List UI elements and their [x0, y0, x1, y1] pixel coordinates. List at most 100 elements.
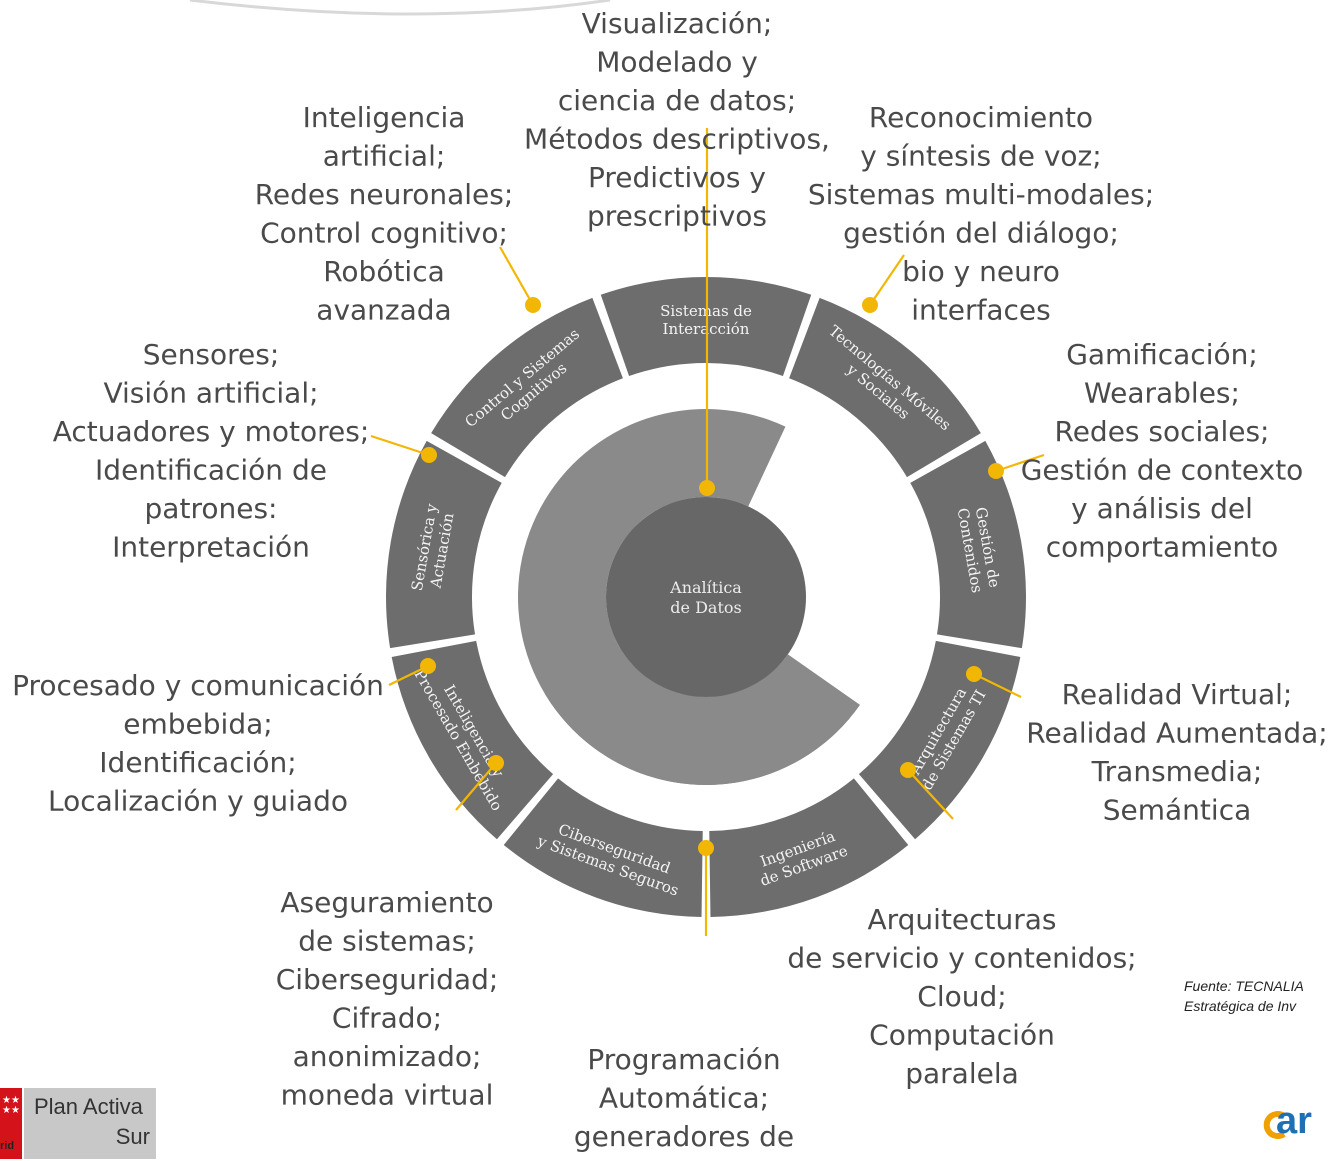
callout-line: prescriptivos — [587, 200, 767, 233]
connector-dot-sensorica — [421, 447, 437, 463]
callout-line: Control cognitivo; — [260, 217, 508, 250]
callout-line: Procesado y comunicación — [12, 669, 384, 702]
connector-line-moviles — [995, 453, 1045, 473]
callout-line: patrones: — [145, 492, 278, 525]
middle-ring — [517, 409, 861, 786]
connector-line-arquitectura — [907, 769, 954, 820]
center-label-line: de Datos — [670, 598, 741, 617]
brand-c-icon — [1263, 1111, 1286, 1139]
callout-line: Cifrado; — [332, 1002, 442, 1035]
brand-word: ar — [1276, 1104, 1312, 1142]
brand-logo: ar — [1262, 1104, 1334, 1144]
top-decorative-curve — [189, 0, 611, 16]
callout-line: avanzada — [316, 294, 451, 327]
callout-line: bio y neuro — [902, 255, 1060, 288]
callout-line: artificial; — [323, 140, 446, 173]
callout-line: generadores de — [574, 1120, 794, 1153]
callout-analitica: Visualización; Modelado y ciencia de datos… — [524, 7, 830, 233]
segment-procesado — [391, 640, 554, 840]
segment-ciberseguridad — [503, 778, 703, 917]
connector-dot-contenidos — [966, 666, 982, 682]
callout-line: Identificación; — [99, 746, 296, 779]
connector-dot-control — [525, 297, 541, 313]
segment-arquitectura — [858, 640, 1021, 840]
segment-software — [709, 778, 909, 917]
callout-line: Semántica — [1103, 794, 1252, 827]
connector-dot-software — [698, 840, 714, 856]
logo-line-1: Plan Activa — [34, 1094, 143, 1119]
connector-line-interaccion — [869, 254, 905, 306]
callout-line: código — [638, 1159, 731, 1161]
callout-line: Actuadores y motores; — [53, 415, 370, 448]
callout-line: embebida; — [123, 708, 272, 741]
callout-line: ciencia de datos; — [558, 84, 796, 117]
callout-texts: Visualización; Modelado y ciencia de datos… — [12, 7, 1328, 1161]
callout-line: Visualización; — [582, 7, 773, 40]
callout-line: Predictivos y — [588, 161, 766, 194]
callout-line: Sistemas multi-modales; — [808, 178, 1154, 211]
callout-line: anonimizado; — [293, 1040, 482, 1073]
connector-line-sensorica — [370, 434, 430, 457]
outer-segment-ring — [385, 277, 1026, 917]
callout-line: Aseguramiento — [280, 886, 493, 919]
connector-dot-arquitectura — [900, 762, 916, 778]
connector-line-contenidos — [973, 673, 1022, 698]
callout-line: Programación — [587, 1043, 780, 1076]
segment-contenidos — [910, 440, 1026, 649]
logo-fragment-text: rid — [0, 1140, 15, 1152]
callout-line: y análisis del — [1071, 492, 1253, 525]
callout-line: gestión del diálogo; — [843, 217, 1119, 250]
callout-line: Computación — [869, 1019, 1055, 1052]
callout-line: Inteligencia — [303, 101, 466, 134]
callout-line: Localización y guiado — [48, 785, 348, 818]
callout-ciberseguridad: Aseguramiento de sistemas; Ciberseguridad;… — [276, 886, 499, 1112]
callout-line: comportamiento — [1046, 531, 1279, 564]
segment-sensorica — [385, 440, 502, 649]
middle-arc-lower — [544, 648, 851, 785]
source-note-line-2: Estratégica de Inv — [1184, 998, 1297, 1014]
segment-moviles — [789, 297, 981, 478]
callout-line: Visión artificial; — [103, 377, 318, 410]
stars-icon: ★★★★ — [2, 1095, 20, 1116]
connector-dot-interaccion — [862, 297, 878, 313]
callout-line: Realidad Aumentada; — [1026, 717, 1327, 750]
callout-moviles: Gamificación;Wearables;Redes sociales;Ge… — [1021, 338, 1304, 564]
callout-interaccion: Reconocimiento y síntesis de voz; Sistemas… — [808, 101, 1154, 327]
connector-dot-analitica — [699, 480, 715, 496]
callout-sensorica: Sensores; Visión artificial; Actuadores y … — [53, 338, 370, 564]
callout-contenidos: Realidad Virtual; Realidad Aumentada; Tran… — [1026, 678, 1327, 827]
callout-line: Modelado y — [596, 46, 758, 79]
plan-activa-sur-logo: ★★★★ rid Plan Activa Sur — [0, 1088, 156, 1159]
callout-procesado: Procesado y comunicación embebida; Identif… — [12, 669, 384, 818]
callout-line: Métodos descriptivos, — [524, 123, 830, 156]
callout-line: Gestión de contexto — [1021, 454, 1304, 487]
center-label-line: Analítica — [669, 578, 742, 597]
logo-line-2: Sur — [115, 1124, 150, 1149]
callout-line: Automática; — [599, 1082, 769, 1115]
callout-line: Reconocimiento — [869, 101, 1093, 134]
callout-line: de sistemas; — [298, 925, 476, 958]
connector-line-control — [499, 246, 534, 306]
connector-dot-ciberseguridad — [488, 755, 504, 771]
connector-dot-procesado — [420, 658, 436, 674]
callout-line: y síntesis de voz; — [860, 140, 1101, 173]
callout-line: Redes sociales; — [1055, 415, 1270, 448]
segment-control — [431, 297, 623, 478]
callout-line: Realidad Virtual; — [1062, 678, 1293, 711]
callout-line: Transmedia; — [1091, 755, 1263, 788]
callout-line: Ciberseguridad; — [276, 963, 499, 996]
logo-red-band: ★★★★ — [0, 1088, 22, 1159]
center-circle — [606, 497, 806, 697]
callout-line: interfaces — [911, 294, 1050, 327]
callout-line: paralela — [905, 1057, 1019, 1090]
callout-line: moneda virtual — [281, 1079, 494, 1112]
connector-dot-moviles — [988, 463, 1004, 479]
callout-line: de servicio y contenidos; — [787, 942, 1136, 975]
callout-line: Sensores; — [143, 338, 280, 371]
callout-line: Robótica — [323, 255, 445, 288]
logo-grey-panel — [24, 1088, 156, 1159]
